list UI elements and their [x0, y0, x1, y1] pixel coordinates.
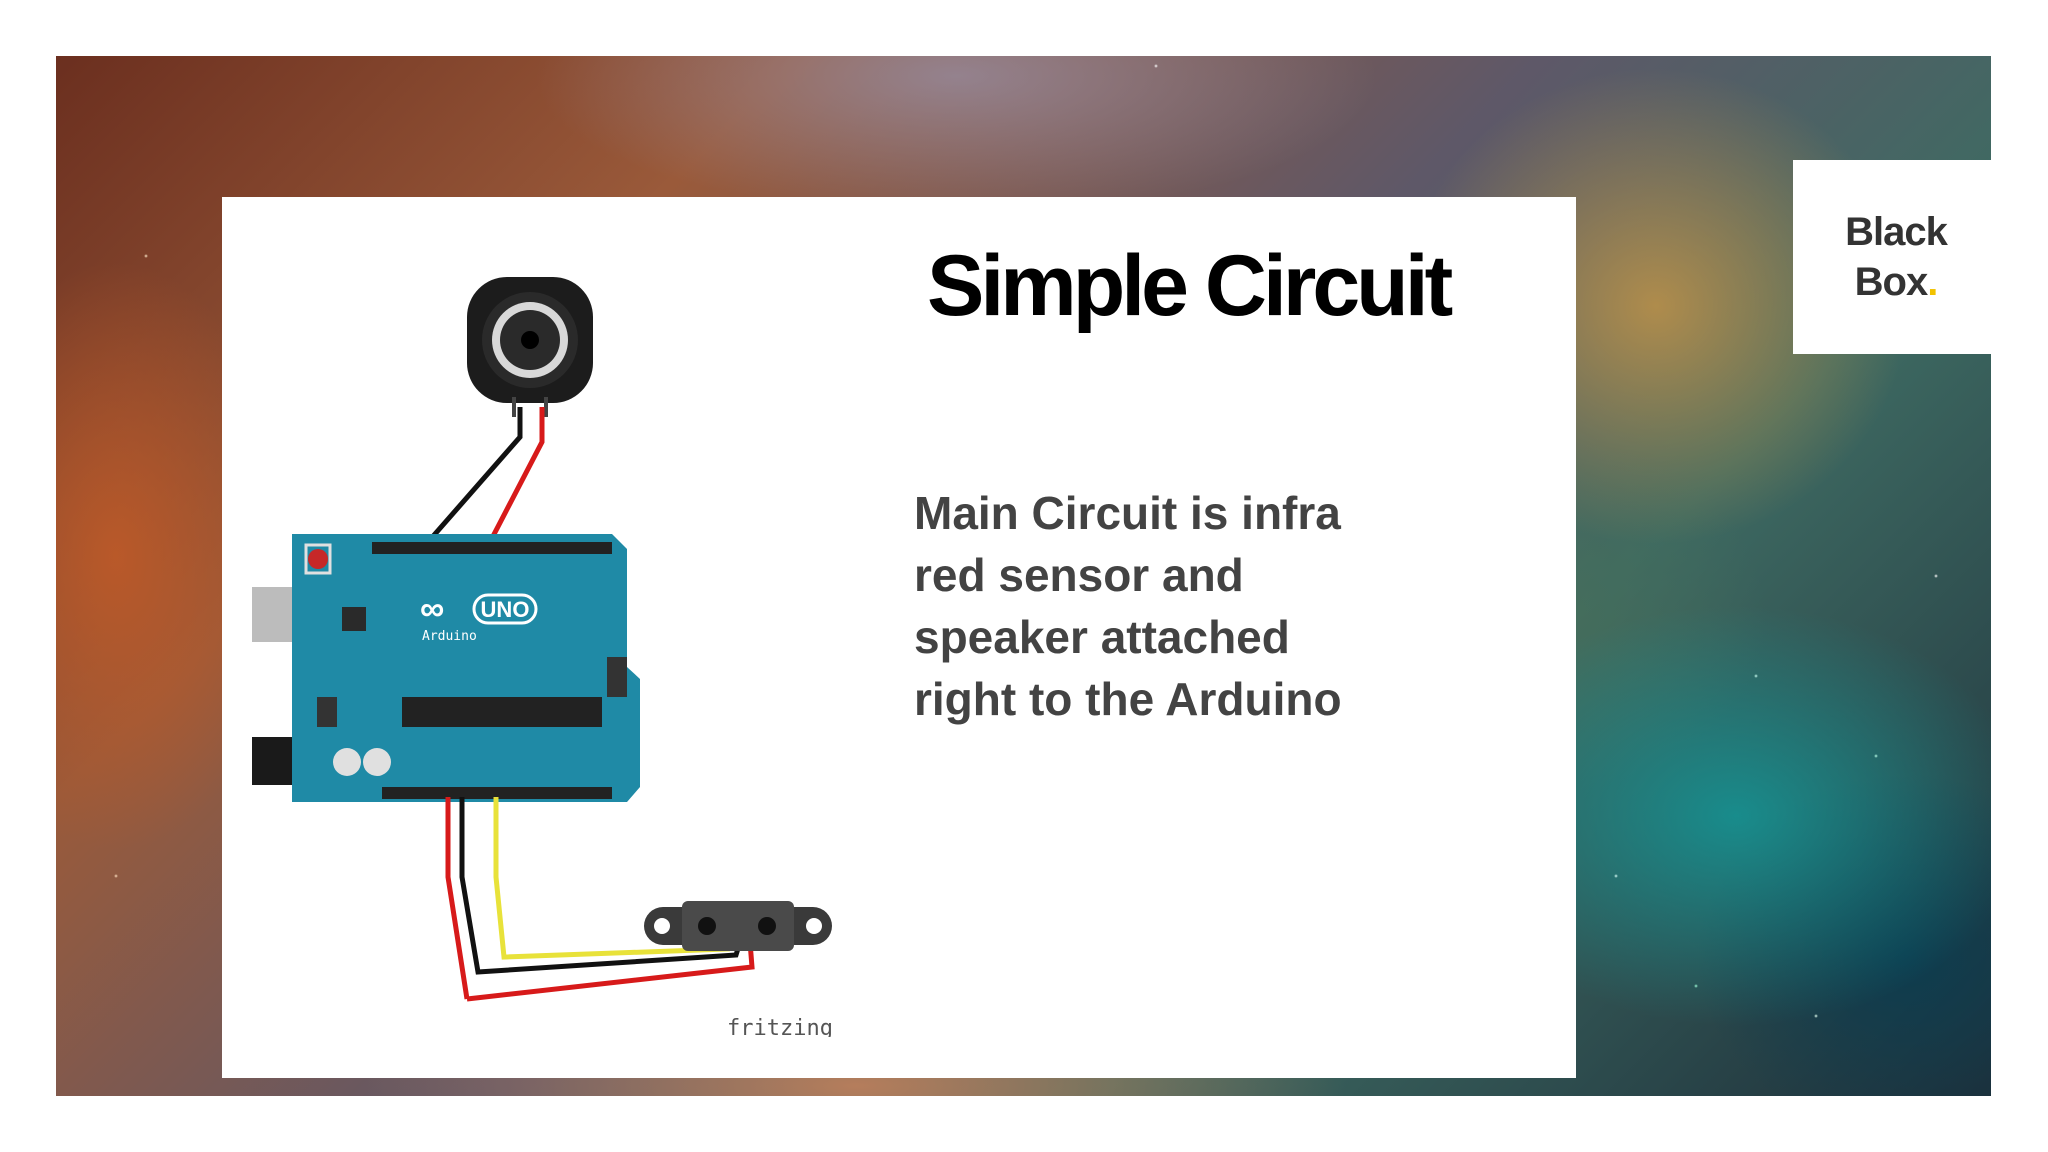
speaker-icon [467, 277, 593, 417]
svg-text:∞: ∞ [420, 590, 444, 628]
board-model-label: UNO [481, 597, 530, 622]
slide-background: Simple Circuit Main Circuit is infra red… [56, 56, 1991, 1096]
black-box-logo: Black Box. [1793, 160, 1991, 354]
content-card: Simple Circuit Main Circuit is infra red… [222, 197, 1576, 1078]
slide-body-text: Main Circuit is infra red sensor and spe… [914, 487, 1342, 725]
fritzing-watermark: fritzing [727, 1016, 833, 1037]
slide-title: Simple Circuit [927, 238, 1453, 334]
circuit-diagram: ∞ UNO Arduino fritzing [252, 277, 833, 1037]
logo-line-2: Box. [1854, 257, 1939, 307]
logo-line-1: Black [1845, 210, 1948, 254]
ir-sensor-icon [644, 901, 832, 951]
logo-dot: . [1927, 260, 1938, 304]
board-brand-label: Arduino [422, 629, 477, 644]
logo-word-box: Box [1854, 260, 1929, 304]
arduino-board: ∞ UNO Arduino [252, 534, 640, 802]
